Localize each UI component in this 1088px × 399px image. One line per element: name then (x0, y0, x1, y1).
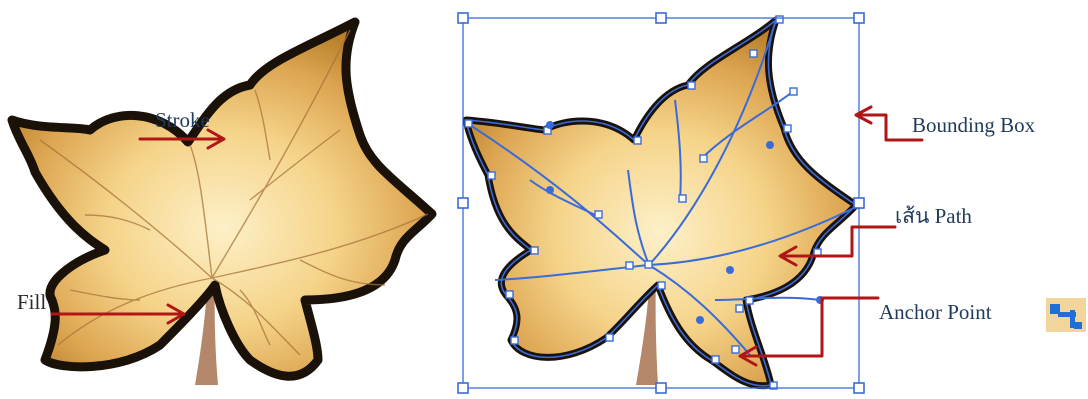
fill-label: Fill (17, 292, 46, 313)
anchor-point-arrow (740, 298, 878, 365)
right-leaf (465, 16, 863, 389)
anchor-point-tool-icon (1046, 298, 1086, 332)
bounding-box-label: Bounding Box (912, 115, 1035, 136)
stroke-label: Stroke (155, 110, 210, 131)
anchor-point-label: Anchor Point (879, 302, 992, 323)
path-label: เส้น Path (895, 206, 972, 227)
left-leaf (12, 22, 432, 385)
